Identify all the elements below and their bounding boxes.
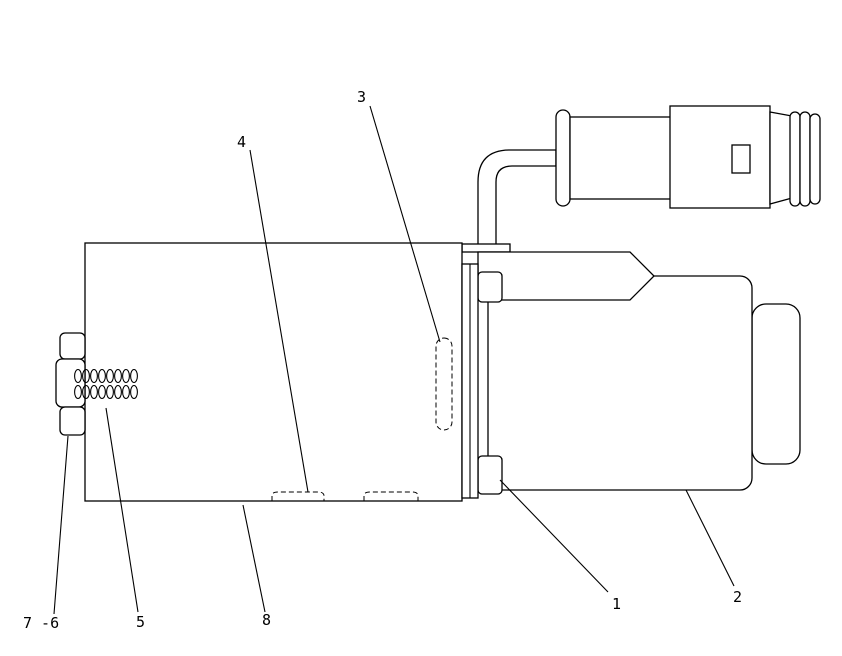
connector-flange [555, 109, 571, 207]
plug-nut-top [59, 332, 86, 360]
coil-end-cap [751, 303, 801, 465]
coil-terminal-block [477, 251, 655, 301]
valve-body-block [84, 242, 463, 502]
connector-body [669, 105, 771, 209]
connector-taper [769, 111, 793, 205]
tube-base-plate [461, 243, 511, 253]
leader-3 [369, 105, 441, 343]
callout-8: 8 [262, 611, 271, 629]
leader-8 [242, 504, 266, 613]
connector-latch [731, 144, 751, 174]
leader-4 [249, 149, 309, 493]
connector-tube [477, 149, 557, 249]
connector-seal-ring-2 [799, 111, 811, 207]
mounting-screw-upper [477, 271, 503, 303]
lower-port-left [271, 491, 325, 501]
callout-4: 4 [237, 133, 246, 151]
callout-3: 3 [357, 88, 366, 106]
leader-7-6 [53, 435, 69, 615]
callout-labels: 1 2 3 4 5 7 -6 8 [23, 88, 742, 632]
leader-2 [685, 489, 735, 587]
lower-port-right [363, 491, 419, 501]
callout-5: 5 [136, 613, 145, 631]
leader-5 [105, 407, 139, 613]
spring [74, 368, 138, 400]
callout-1: 1 [612, 595, 621, 613]
leader-1 [499, 479, 609, 593]
plug-nut-middle [55, 358, 86, 408]
leader-lines [53, 105, 735, 615]
end-plug-assembly [55, 332, 138, 436]
plug-nut-bottom [59, 406, 86, 436]
solenoid-coil [477, 251, 801, 495]
callout-7-6: 7 -6 [23, 614, 59, 632]
mounting-screw-lower [477, 455, 503, 495]
valve-body [84, 242, 479, 502]
callout-2: 2 [733, 588, 742, 606]
connector-seal-ring-1 [789, 111, 801, 207]
coil-housing [487, 275, 753, 491]
connector-sleeve [569, 116, 673, 200]
internal-passage [435, 337, 453, 431]
electrical-connector [461, 105, 821, 253]
connector-seal-ring-3 [809, 113, 821, 205]
